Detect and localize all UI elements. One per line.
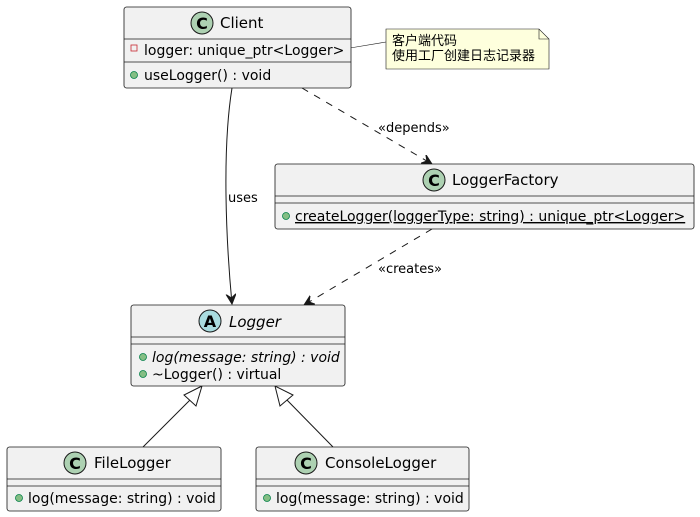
- note-connector: [349, 41, 387, 49]
- svg-text:C: C: [428, 171, 440, 190]
- class-file-logger[interactable]: C FileLogger log(message: string) : void: [6, 446, 222, 512]
- svg-text:C: C: [300, 454, 312, 473]
- class-name: LoggerFactory: [452, 171, 559, 189]
- public-marker-icon: [139, 353, 147, 361]
- class-logger-factory[interactable]: C LoggerFactory createLogger(loggerType:…: [274, 163, 695, 230]
- class-logger[interactable]: A Logger log(message: string) : void ~Lo…: [130, 304, 346, 387]
- abstract-spot-icon: A: [198, 309, 222, 333]
- class-method-static: createLogger(loggerType: string) : uniqu…: [295, 209, 685, 225]
- edge-client-uses-logger: uses: [225, 87, 258, 304]
- edge-label-creates: «creates»: [378, 262, 442, 277]
- class-method: log(message: string) : void: [276, 491, 464, 507]
- class-method-abstract: log(message: string) : void: [152, 350, 340, 366]
- class-method: ~Logger() : virtual: [152, 367, 281, 383]
- public-marker-icon: [282, 212, 290, 220]
- edge-consolelogger-extends-logger: [274, 385, 334, 448]
- public-marker-icon: [263, 494, 271, 502]
- edge-filelogger-extends-logger: [142, 385, 203, 448]
- class-method: useLogger() : void: [144, 68, 271, 84]
- inheritance-triangle: [183, 385, 203, 407]
- note-line-1: 客户端代码: [392, 33, 457, 49]
- class-client[interactable]: C Client logger: unique_ptr<Logger> useL…: [123, 6, 352, 89]
- edge-label-depends: «depends»: [378, 121, 450, 136]
- svg-text:C: C: [69, 454, 81, 473]
- svg-text:C: C: [196, 14, 208, 33]
- private-marker-icon: [130, 44, 138, 52]
- public-marker-icon: [130, 71, 138, 79]
- edge-factory-creates-logger: «creates»: [304, 228, 442, 305]
- public-marker-icon: [15, 494, 23, 502]
- note: 客户端代码 使用工厂创建日志记录器: [385, 28, 550, 70]
- class-name: Client: [220, 14, 264, 32]
- class-spot-icon: C: [190, 11, 214, 35]
- note-line-2: 使用工厂创建日志记录器: [392, 48, 535, 64]
- class-spot-icon: C: [294, 451, 318, 475]
- class-console-logger[interactable]: C ConsoleLogger log(message: string) : v…: [255, 446, 470, 512]
- class-name: FileLogger: [94, 454, 172, 472]
- class-name: Logger: [229, 313, 282, 331]
- class-spot-icon: C: [63, 451, 87, 475]
- class-method: log(message: string) : void: [28, 491, 216, 507]
- inheritance-triangle: [274, 385, 294, 407]
- class-name: ConsoleLogger: [325, 454, 437, 472]
- class-field: logger: unique_ptr<Logger>: [144, 43, 344, 59]
- class-spot-icon: C: [422, 168, 446, 192]
- edge-client-depends-factory: «depends»: [301, 87, 450, 164]
- edge-label-uses: uses: [228, 191, 258, 206]
- svg-text:A: A: [204, 312, 217, 331]
- public-marker-icon: [139, 370, 147, 378]
